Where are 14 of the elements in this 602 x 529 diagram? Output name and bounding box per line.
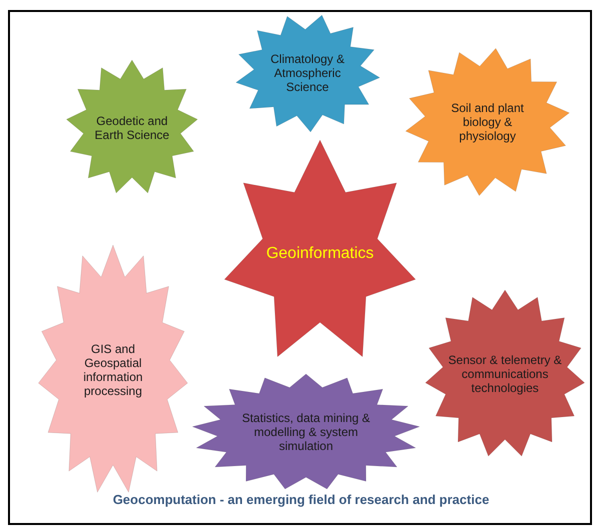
starburst-shape	[235, 14, 380, 132]
starburst-shape	[38, 245, 188, 495]
node-label: Sensor & telemetry & communications technologies	[447, 353, 563, 395]
starburst-shape	[425, 290, 585, 458]
starburst-shape	[66, 60, 198, 195]
node-label: Geoinformatics	[266, 245, 374, 263]
caption: Geocomputation - an emerging field of research and practice	[112, 492, 490, 507]
node-label: Statistics, data mining & modelling & system simulation	[240, 411, 372, 453]
node-label: Soil and plant biology & physiology	[450, 101, 525, 143]
starburst-shape	[192, 374, 420, 490]
starburst-shape	[405, 48, 570, 196]
node-label: Geodetic and Earth Science	[94, 114, 170, 142]
node-label: Climatology & Atmospheric Science	[269, 52, 346, 94]
node-label: GIS and Geospatial information processing	[82, 342, 144, 398]
